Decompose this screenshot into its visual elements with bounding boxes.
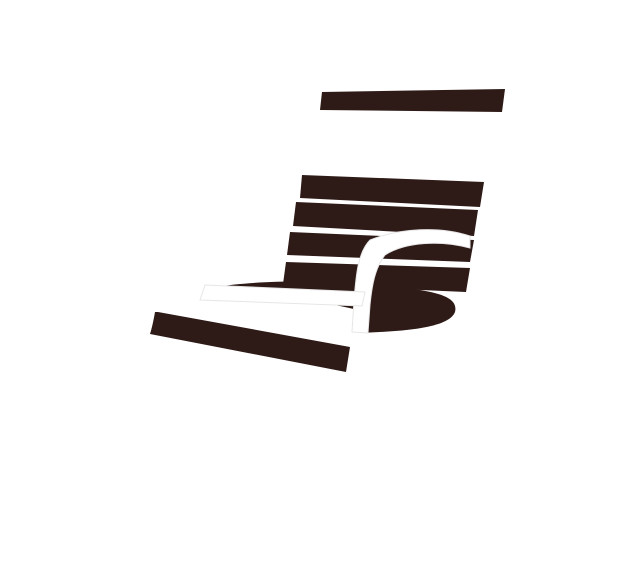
- chair-frame-rail: [199, 284, 366, 307]
- headrest-strap: [320, 89, 505, 112]
- back-strap-2: [293, 202, 478, 236]
- back-strap-1: [300, 175, 484, 207]
- chair-frame-arm: [351, 229, 471, 334]
- front-seat-strap: [150, 312, 350, 372]
